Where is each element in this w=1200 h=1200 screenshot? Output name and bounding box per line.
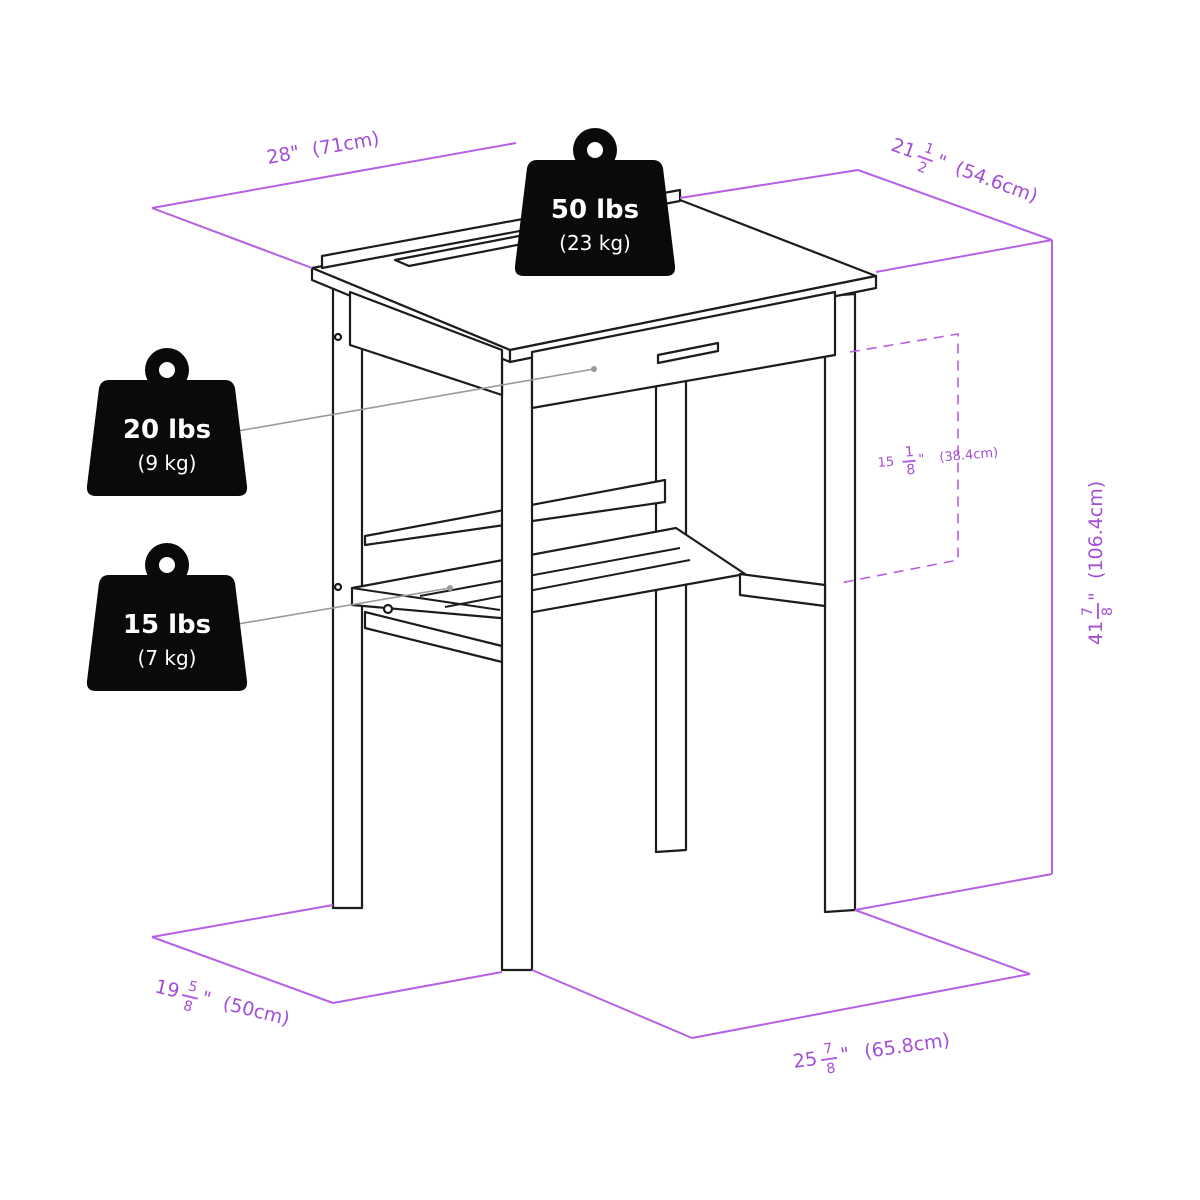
depth-extension-line bbox=[875, 239, 1053, 273]
base-width-inch: " bbox=[839, 1043, 851, 1066]
base-width-whole: 25 bbox=[792, 1048, 819, 1073]
depth-top-label: 21 1 2 " (54.6cm) bbox=[888, 134, 1040, 207]
base-depth-inch: " bbox=[199, 987, 213, 1010]
screw-hole bbox=[333, 332, 343, 342]
depth-top-inch: " bbox=[933, 150, 949, 174]
weight-icon-hole bbox=[159, 557, 175, 573]
weight-icon-body bbox=[86, 380, 248, 496]
base-depth-whole: 19 bbox=[153, 976, 182, 1003]
depth-top-den: 2 bbox=[915, 159, 929, 177]
shelf-weight-metric: (7 kg) bbox=[138, 646, 197, 670]
shelf-leader-line bbox=[231, 587, 451, 626]
width-label: 28" (71cm) bbox=[265, 127, 381, 168]
weight-icon-body bbox=[514, 160, 676, 276]
front-right-leg bbox=[500, 350, 534, 972]
base-width-dimension-line bbox=[691, 973, 1031, 1039]
shelf-weight-label: 15 lbs bbox=[123, 610, 211, 640]
height-metric: (106.4cm) bbox=[1085, 481, 1107, 579]
depth-top-num: 1 bbox=[922, 140, 936, 158]
base-depth-dimension-line bbox=[151, 936, 334, 1004]
base-depth-den: 8 bbox=[182, 998, 195, 1016]
height-den: 8 bbox=[1100, 607, 1116, 616]
height-num: 7 bbox=[1080, 607, 1096, 616]
height-whole: 41 bbox=[1085, 621, 1107, 645]
shelf-slat bbox=[419, 547, 681, 597]
base-width-extension-line bbox=[531, 969, 693, 1039]
back-inner-leg bbox=[654, 378, 688, 854]
drawer-handle[interactable] bbox=[656, 341, 720, 365]
weight-icon-hole bbox=[159, 362, 175, 378]
front-apron bbox=[348, 290, 504, 397]
top-weight-label: 50 lbs bbox=[551, 195, 639, 225]
right-side-rail bbox=[738, 572, 827, 608]
base-depth-extension-line bbox=[332, 971, 503, 1004]
base-depth-num: 5 bbox=[187, 978, 200, 996]
drawer-height-den: 8 bbox=[906, 462, 916, 479]
fraction-bar bbox=[821, 1056, 838, 1062]
drawer-height-label: 15 1 8 " (38.4cm) bbox=[877, 444, 999, 479]
screw-hole bbox=[382, 603, 394, 615]
back-right-leg bbox=[823, 292, 857, 914]
desk bbox=[310, 188, 878, 972]
base-width-label: 25 7 8 " (65.8cm) bbox=[792, 1029, 952, 1077]
drawer-leader-dot bbox=[591, 366, 597, 372]
base-width-den: 8 bbox=[825, 1060, 836, 1077]
weight-icon-body bbox=[86, 575, 248, 691]
weight-icon: 20 lbs (9 kg) bbox=[86, 348, 248, 496]
width-inches: 28" bbox=[265, 142, 301, 169]
base-depth-extension-line bbox=[151, 904, 334, 938]
width-dimension-line bbox=[151, 142, 517, 209]
screw-hole bbox=[333, 582, 343, 592]
left-side-rail bbox=[363, 610, 504, 664]
height-extension-line bbox=[854, 873, 1053, 911]
drawer-height-whole: 15 bbox=[877, 455, 895, 471]
fraction-bar bbox=[902, 459, 916, 463]
drawer-leader-line bbox=[231, 368, 595, 433]
depth-top-whole: 21 bbox=[888, 134, 918, 163]
drawer-weight-metric: (9 kg) bbox=[138, 451, 197, 475]
depth-dimension-line bbox=[857, 169, 1053, 241]
drawer-height-inch: " bbox=[918, 452, 925, 467]
shelf-edge bbox=[351, 587, 501, 611]
width-metric: (71cm) bbox=[310, 127, 381, 160]
height-label: 41 7 8 " (106.4cm) bbox=[1080, 481, 1116, 645]
height-inch: " bbox=[1085, 592, 1107, 601]
drawer-height-num: 1 bbox=[904, 444, 914, 461]
shelf-slat bbox=[444, 559, 691, 608]
weight-icon: 50 lbs (23 kg) bbox=[514, 128, 676, 276]
weight-icon: 15 lbs (7 kg) bbox=[86, 543, 248, 691]
drawer-height-dashed-box bbox=[839, 333, 959, 584]
fraction-bar bbox=[181, 993, 198, 1000]
base-width-extension-line bbox=[854, 909, 1031, 975]
fraction-bar bbox=[917, 154, 934, 163]
top-weight-metric: (23 kg) bbox=[559, 231, 631, 255]
drawer-height-metric: (38.4cm) bbox=[939, 446, 999, 466]
width-extension-line bbox=[151, 207, 313, 269]
base-width-num: 7 bbox=[823, 1041, 834, 1058]
base-depth-metric: (50cm) bbox=[221, 992, 292, 1030]
shelf-leader-dot bbox=[447, 585, 453, 591]
base-width-metric: (65.8cm) bbox=[863, 1029, 951, 1063]
depth-top-metric: (54.6cm) bbox=[952, 157, 1040, 207]
depth-extension-line bbox=[679, 169, 859, 199]
weight-icon-hole bbox=[587, 142, 603, 158]
drawer-weight-label: 20 lbs bbox=[123, 415, 211, 445]
